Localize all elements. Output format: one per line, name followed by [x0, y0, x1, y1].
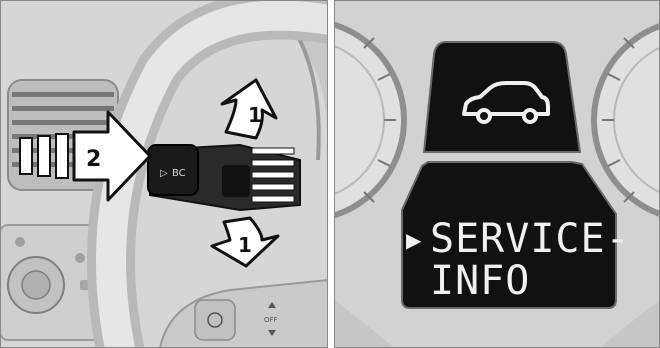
stalk-illustration-graphic: OFF ▷ BC: [0, 0, 328, 348]
selection-marker: ▶: [406, 228, 422, 252]
up-arrow-label: 1: [248, 103, 262, 127]
car-icon-display: [424, 42, 580, 152]
down-arrow-label: 1: [238, 233, 252, 257]
instrument-display-graphic: ▶ SERVICE- INFO: [334, 0, 660, 348]
display-line-1: SERVICE-: [430, 216, 631, 262]
instrument-display-panel: ▶ SERVICE- INFO: [334, 0, 660, 348]
stalk-rocker[interactable]: [222, 165, 250, 197]
bc-button-arrow: ▷: [160, 168, 168, 179]
service-info-display: ▶ SERVICE- INFO: [402, 162, 631, 308]
push-arrow-label: 2: [86, 147, 101, 172]
off-label: OFF: [264, 316, 278, 324]
bc-button-label: BC: [172, 168, 186, 179]
display-line-2: INFO: [430, 258, 530, 304]
stalk-illustration: OFF ▷ BC: [0, 0, 328, 348]
